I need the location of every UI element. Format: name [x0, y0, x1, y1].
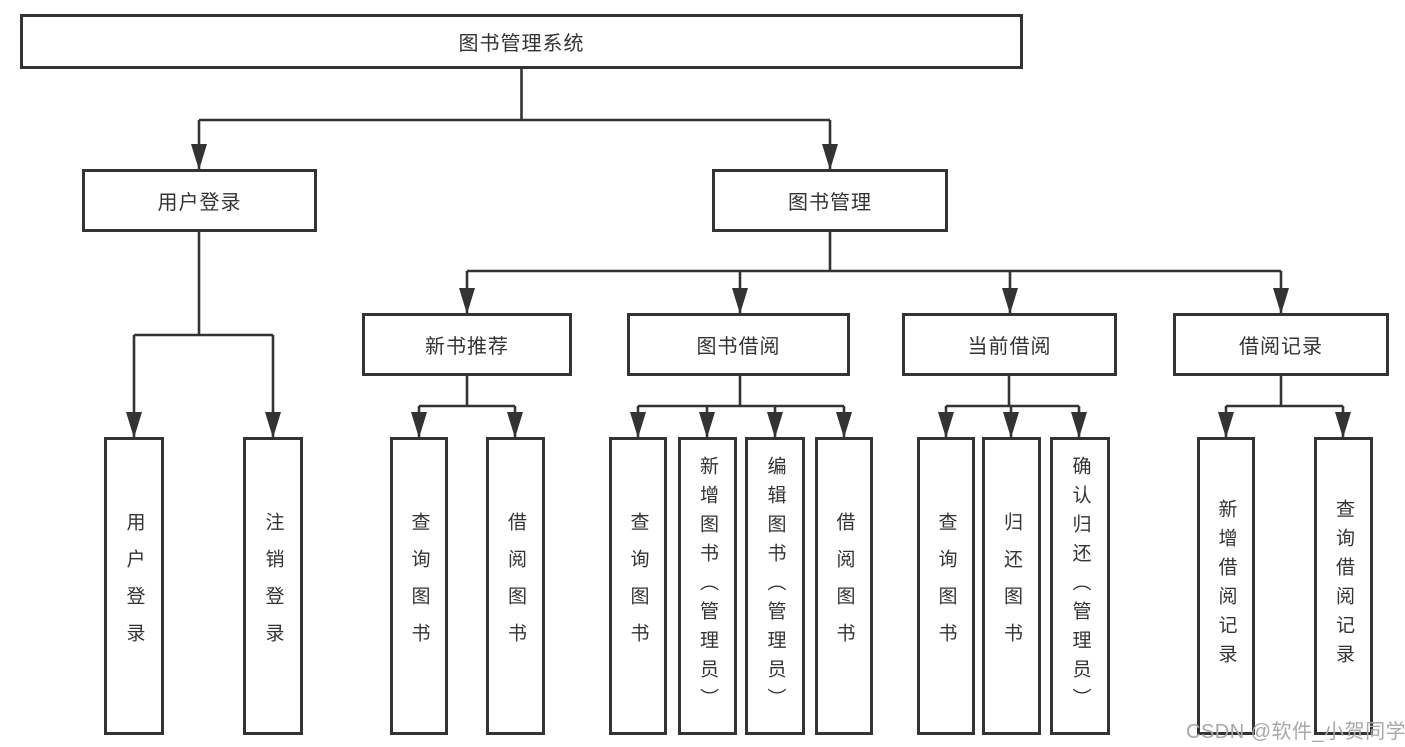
node-label: 图书管理系统: [458, 33, 585, 55]
connector-current-borrow-children: [938, 376, 1087, 438]
leaf-confirm-return-admin: 确认归还（管理员）: [1050, 437, 1110, 735]
leaf-logout: 注销登录: [243, 437, 303, 735]
node-label: 借阅图书: [833, 512, 855, 660]
connector-new-book-rec-children: [411, 376, 523, 438]
node-label: 新书推荐: [425, 336, 509, 358]
node-label: 查询图书: [408, 512, 430, 660]
leaf-user-login: 用户登录: [104, 437, 164, 735]
connector-borrow-records-children: [1218, 376, 1351, 438]
node-label: 新增图书（管理员）: [697, 455, 718, 717]
node-label: 查询图书: [627, 512, 649, 660]
node-label: 图书借阅: [696, 336, 781, 358]
node-label: 借阅记录: [1239, 336, 1323, 358]
node-label: 编辑图书（管理员）: [764, 455, 786, 717]
node-label: 当前借阅: [967, 336, 1052, 358]
node-label: 用户登录: [123, 512, 145, 660]
leaf-return-books: 归还图书: [982, 437, 1041, 735]
node-label: 确认归还（管理员）: [1069, 455, 1091, 717]
node-label: 新增借阅记录: [1215, 499, 1237, 673]
leaf-add-books-admin: 新增图书（管理员）: [678, 437, 737, 735]
node-label: 查询图书: [935, 512, 957, 660]
leaf-query-books-2: 查询图书: [609, 437, 667, 735]
node-label: 图书管理: [788, 192, 872, 214]
connector-user-login-children: [126, 232, 281, 438]
csdn-watermark: CSDN @软件_小贺同学: [1186, 721, 1405, 743]
node-label: 注销登录: [262, 512, 284, 660]
node-label: 归还图书: [1001, 512, 1022, 660]
leaf-query-books-1: 查询图书: [390, 437, 448, 735]
leaf-edit-books-admin: 编辑图书（管理员）: [745, 437, 805, 735]
connector-book-borrow-children: [630, 376, 852, 438]
leaf-borrow-books-2: 借阅图书: [815, 437, 873, 735]
connector-root-to-level2: [191, 69, 838, 170]
node-borrowing-records: 借阅记录: [1173, 313, 1389, 376]
node-label: 查询借阅记录: [1333, 499, 1354, 673]
node-label: 用户登录: [157, 192, 242, 214]
leaf-add-borrow-record: 新增借阅记录: [1197, 437, 1255, 735]
node-user-login: 用户登录: [82, 169, 317, 232]
leaf-query-borrow-record: 查询借阅记录: [1314, 437, 1373, 735]
node-book-borrowing: 图书借阅: [627, 313, 850, 376]
node-label: 借阅图书: [505, 512, 526, 660]
node-current-borrowing: 当前借阅: [902, 313, 1117, 376]
leaf-query-books-3: 查询图书: [917, 437, 975, 735]
leaf-borrow-books-1: 借阅图书: [486, 437, 545, 735]
node-book-management: 图书管理: [712, 169, 948, 232]
node-root-book-management-system: 图书管理系统: [20, 14, 1023, 69]
connector-book-mgmt-to-level3: [459, 232, 1289, 314]
node-new-book-recommendation: 新书推荐: [362, 313, 572, 376]
